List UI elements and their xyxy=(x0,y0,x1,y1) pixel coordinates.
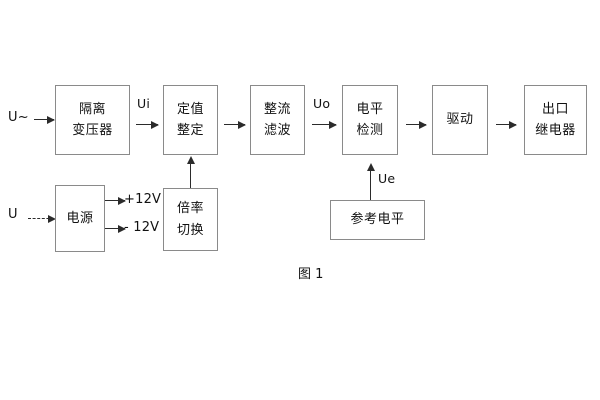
arrow-driver-to-output-relay xyxy=(496,120,517,129)
block-reference-level-line1: 参考电平 xyxy=(350,212,405,228)
arrow-reference-level-to-level-detect xyxy=(366,163,375,200)
input-label-u-dc: U xyxy=(8,207,18,222)
block-setting-value-line1: 定值 xyxy=(176,101,204,117)
input-label-u-ac: U~ xyxy=(8,110,29,125)
arrow-power-supply-positive-rail xyxy=(113,196,126,205)
figure-caption: 图 1 xyxy=(298,267,324,282)
block-setting-value-line2: 整定 xyxy=(176,123,204,138)
block-isolation-transformer: 隔离 变压器 xyxy=(55,85,130,155)
signal-label-uo: Uo xyxy=(313,96,331,111)
block-rectify-filter-line1: 整流 xyxy=(263,101,291,117)
block-multiplier-switch: 倍率 切换 xyxy=(163,188,218,251)
block-level-detect-line1: 电平 xyxy=(356,101,384,117)
block-level-detect-line2: 检测 xyxy=(356,123,384,138)
block-multiplier-switch-line1: 倍率 xyxy=(176,201,204,217)
block-isolation-transformer-line2: 变压器 xyxy=(72,123,113,138)
block-power-supply: 电源 xyxy=(55,185,105,252)
block-isolation-transformer-line1: 隔离 xyxy=(78,101,106,117)
block-output-relay-line2: 继电器 xyxy=(535,123,576,138)
block-reference-level: 参考电平 xyxy=(330,200,425,240)
arrow-power-supply-negative-rail xyxy=(113,224,126,233)
arrow-multiplier-switch-to-setting-value xyxy=(186,156,195,188)
arrow-input-to-isolation-transformer xyxy=(34,115,55,124)
arrow-input-to-power-supply xyxy=(28,214,56,223)
block-power-supply-line1: 电源 xyxy=(66,210,94,226)
arrow-rectify-filter-to-level-detect xyxy=(312,120,337,129)
rail-stub-negative xyxy=(105,228,113,229)
block-rectify-filter-line2: 滤波 xyxy=(263,123,291,138)
arrow-level-detect-to-driver xyxy=(406,120,427,129)
block-output-relay-line1: 出口 xyxy=(541,101,569,117)
block-driver-line1: 驱动 xyxy=(446,112,474,128)
block-output-relay: 出口 继电器 xyxy=(524,85,587,155)
power-rail-label-positive: +12V xyxy=(124,192,162,207)
arrow-isolation-transformer-to-setting-value xyxy=(136,120,159,129)
rail-stub-positive xyxy=(105,200,113,201)
power-rail-label-negative: - 12V xyxy=(124,220,160,235)
block-driver: 驱动 xyxy=(432,85,488,155)
block-multiplier-switch-line2: 切换 xyxy=(176,222,204,238)
block-rectify-filter: 整流 滤波 xyxy=(250,85,305,155)
signal-label-ue: Ue xyxy=(378,171,396,186)
arrow-setting-value-to-rectify-filter xyxy=(224,120,246,129)
signal-label-ui: Ui xyxy=(137,96,151,111)
block-level-detect: 电平 检测 xyxy=(342,85,398,155)
block-setting-value: 定值 整定 xyxy=(163,85,218,155)
